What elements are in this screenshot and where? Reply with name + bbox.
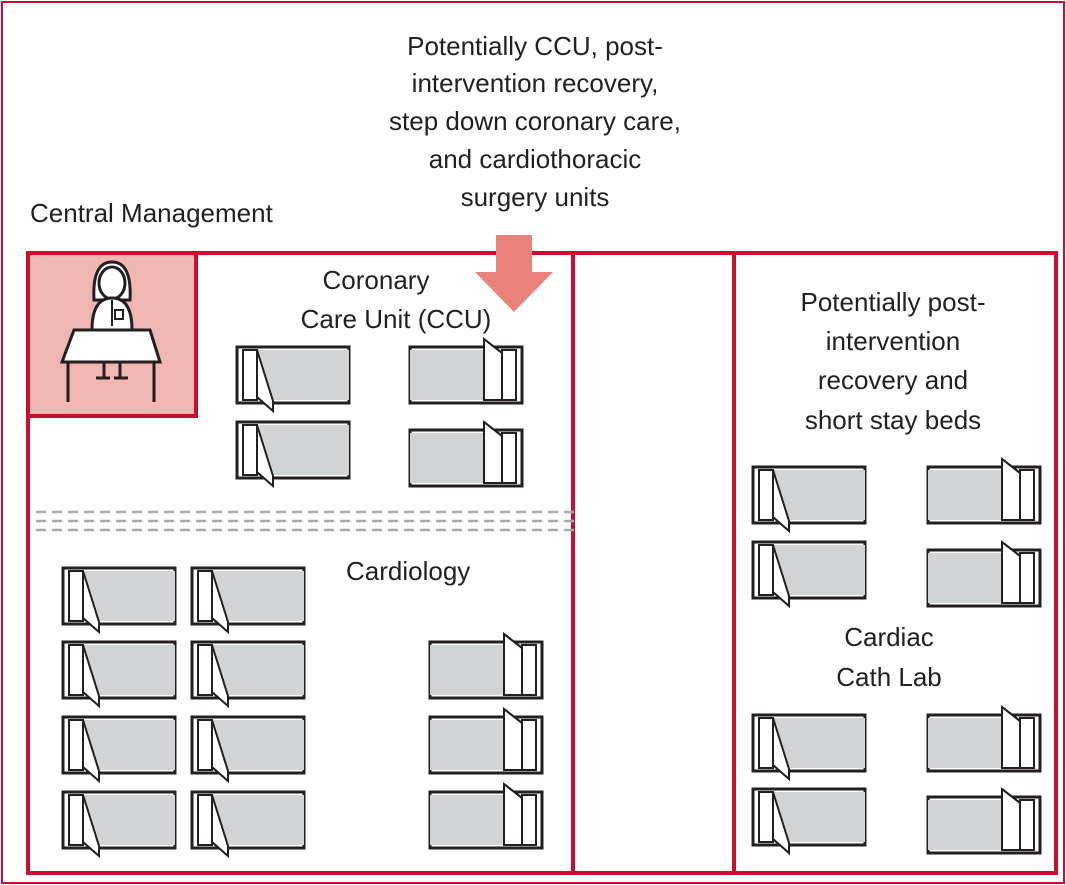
- person-at-desk-icon: [59, 260, 163, 402]
- arrow-down-icon: [475, 235, 553, 312]
- hospital-bed-icon: [751, 787, 867, 855]
- hospital-bed-icon: [61, 640, 177, 708]
- ccu-label-line: Coronary: [323, 265, 430, 295]
- hospital-bed-icon: [926, 705, 1042, 773]
- hospital-bed-icon: [61, 566, 177, 634]
- cath-lab-label-line: Cath Lab: [836, 662, 942, 692]
- cath-lab-area: [732, 251, 1058, 875]
- top-note-line: intervention recovery,: [412, 68, 659, 98]
- hospital-bed-icon: [235, 345, 351, 413]
- top-note-line: Potentially CCU, post-: [407, 31, 663, 61]
- hospital-bed-icon: [190, 790, 306, 858]
- hospital-bed-icon: [61, 715, 177, 783]
- hospital-bed-icon: [408, 337, 524, 405]
- top-note-line: surgery units: [461, 182, 610, 212]
- hospital-bed-icon: [235, 420, 351, 488]
- right-note: Potentially post- intervention recovery …: [801, 287, 986, 435]
- hospital-bed-icon: [61, 790, 177, 858]
- right-note-line: recovery and: [818, 365, 968, 395]
- top-note: Potentially CCU, post- intervention reco…: [389, 31, 681, 212]
- ccu-label: Coronary Care Unit (CCU): [301, 265, 492, 334]
- hospital-bed-icon: [751, 540, 867, 608]
- right-note-line: short stay beds: [805, 405, 981, 435]
- hospital-bed-icon: [926, 540, 1042, 608]
- central-management-label: Central Management: [30, 198, 274, 228]
- right-note-line: Potentially post-: [801, 287, 986, 317]
- hospital-bed-icon: [190, 640, 306, 708]
- cath-lab-label-line: Cardiac: [844, 622, 934, 652]
- hospital-bed-icon: [428, 707, 544, 775]
- hospital-bed-icon: [926, 787, 1042, 855]
- cath-lab-label: Cardiac Cath Lab: [836, 622, 942, 692]
- hospital-bed-icon: [428, 632, 544, 700]
- ccu-label-line: Care Unit (CCU): [301, 304, 492, 334]
- hospital-bed-icon: [408, 420, 524, 488]
- right-note-line: intervention: [826, 326, 960, 356]
- top-note-line: step down coronary care,: [389, 106, 681, 136]
- corridor-area: [571, 251, 736, 875]
- hospital-bed-icon: [751, 713, 867, 781]
- hospital-bed-icon: [190, 566, 306, 634]
- top-note-line: and cardiothoracic: [429, 144, 641, 174]
- dashed-divider: [36, 510, 578, 532]
- hospital-bed-icon: [428, 782, 544, 850]
- cardiology-label: Cardiology: [346, 556, 470, 586]
- hospital-bed-icon: [926, 457, 1042, 525]
- hospital-bed-icon: [190, 715, 306, 783]
- hospital-bed-icon: [751, 465, 867, 533]
